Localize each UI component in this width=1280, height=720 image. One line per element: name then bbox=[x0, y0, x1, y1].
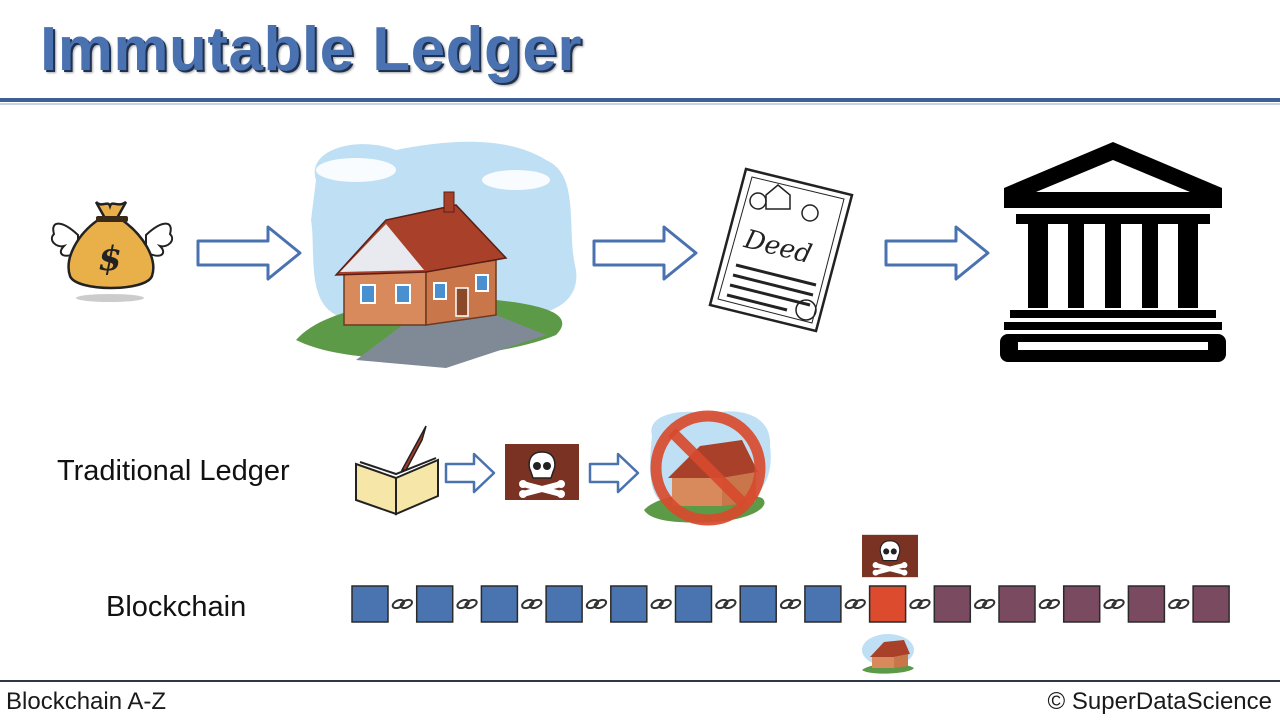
arrow-right-icon bbox=[592, 225, 698, 281]
book-icon bbox=[355, 425, 439, 516]
footer-copyright: © SuperDataScience bbox=[1047, 688, 1272, 715]
blockchain-chain bbox=[351, 585, 1230, 623]
chain-block-invalid bbox=[1062, 585, 1101, 623]
chain-link-icon bbox=[1168, 598, 1190, 610]
chain-link-icon bbox=[909, 598, 931, 610]
chain-block bbox=[545, 585, 583, 623]
arrow-right-icon bbox=[588, 452, 640, 494]
chain-block bbox=[351, 585, 389, 623]
chain-link-icon bbox=[521, 598, 543, 610]
chain-link-icon bbox=[779, 598, 802, 610]
no-house-icon bbox=[644, 410, 771, 526]
chain-block-invalid bbox=[933, 585, 972, 623]
chain-block bbox=[480, 585, 519, 623]
chain-link-icon bbox=[1103, 598, 1125, 610]
chain-link-icon bbox=[715, 598, 737, 610]
skull-icon bbox=[862, 534, 918, 578]
house-icon bbox=[296, 141, 577, 368]
deed-icon: Deed bbox=[708, 167, 854, 333]
chain-block-invalid bbox=[1192, 585, 1230, 623]
chain-block bbox=[415, 585, 454, 623]
title-divider-shadow bbox=[0, 103, 1280, 105]
page-title: Immutable Ledger bbox=[40, 15, 582, 84]
chain-link-icon bbox=[456, 598, 478, 610]
chain-link-icon bbox=[585, 598, 608, 610]
footer-course-name: Blockchain A-Z bbox=[6, 688, 167, 715]
svg-text:$: $ bbox=[98, 239, 122, 279]
arrow-right-icon bbox=[444, 452, 496, 494]
chain-block bbox=[739, 585, 777, 623]
chain-link-icon bbox=[650, 598, 672, 610]
chain-link-icon bbox=[844, 598, 866, 610]
chain-block-tampered bbox=[868, 585, 907, 623]
title-divider bbox=[0, 98, 1280, 102]
house-icon bbox=[862, 634, 914, 674]
bank-icon bbox=[1000, 142, 1226, 362]
chain-block-invalid bbox=[998, 585, 1036, 623]
chain-link-icon bbox=[1038, 598, 1060, 610]
chain-link-icon bbox=[974, 598, 996, 610]
chain-block-invalid bbox=[1127, 585, 1166, 623]
skull-icon bbox=[505, 444, 579, 500]
chain-block bbox=[674, 585, 713, 623]
arrow-right-icon bbox=[884, 225, 990, 281]
chain-block bbox=[610, 585, 648, 623]
row-label-traditional: Traditional Ledger bbox=[57, 455, 290, 487]
row-label-blockchain: Blockchain bbox=[106, 591, 247, 623]
arrow-right-icon bbox=[196, 225, 302, 281]
footer-divider bbox=[0, 680, 1280, 682]
chain-link-icon bbox=[391, 598, 413, 610]
money-bag-icon: $ bbox=[50, 200, 174, 302]
chain-block bbox=[804, 585, 842, 623]
